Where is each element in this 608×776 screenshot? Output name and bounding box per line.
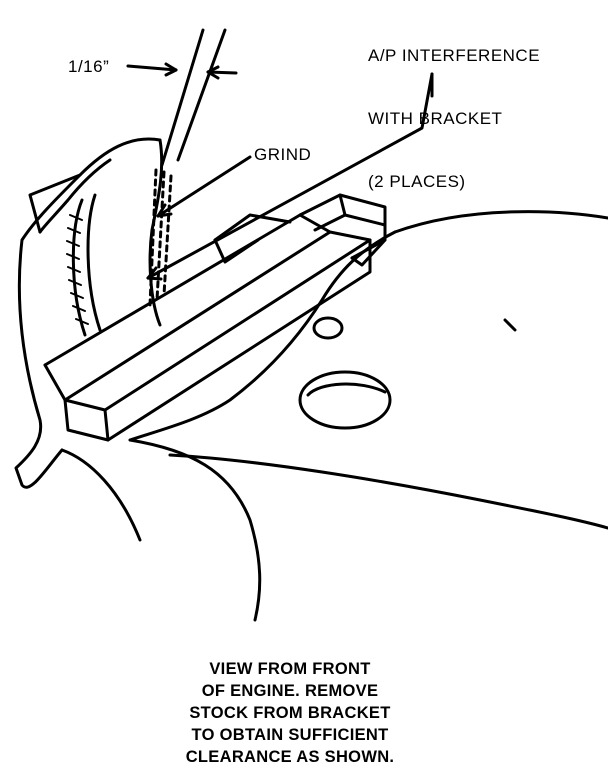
- grind-region: [148, 168, 173, 307]
- bracket-bar: [43, 213, 372, 442]
- weld-hatch: [66, 214, 89, 325]
- dimension-arrows: [126, 62, 238, 80]
- engine-casting: [60, 210, 608, 622]
- grind-label: GRIND: [254, 145, 312, 164]
- interference-note: A/P INTERFERENCE WITH BRACKET (2 PLACES): [368, 3, 540, 213]
- interference-line: A/P INTERFERENCE: [368, 46, 541, 65]
- dimension-label: 1/16”: [68, 57, 110, 76]
- figure-caption: VIEW FROM FRONT OF ENGINE. REMOVE STOCK …: [140, 658, 440, 768]
- interference-line: (2 PLACES): [368, 172, 466, 191]
- caption-line: OF ENGINE. REMOVE: [201, 682, 379, 700]
- bracket-flange: [14, 137, 164, 489]
- interference-line: WITH BRACKET: [368, 109, 503, 128]
- caption-line: STOCK FROM BRACKET: [189, 704, 391, 722]
- caption-line: VIEW FROM FRONT: [209, 660, 371, 678]
- caption-line: CLEARANCE AS SHOWN.: [185, 748, 395, 766]
- clearance-lines: [160, 28, 227, 167]
- caption-line: TO OBTAIN SUFFICIENT: [191, 726, 389, 744]
- casting-holes: [298, 316, 392, 430]
